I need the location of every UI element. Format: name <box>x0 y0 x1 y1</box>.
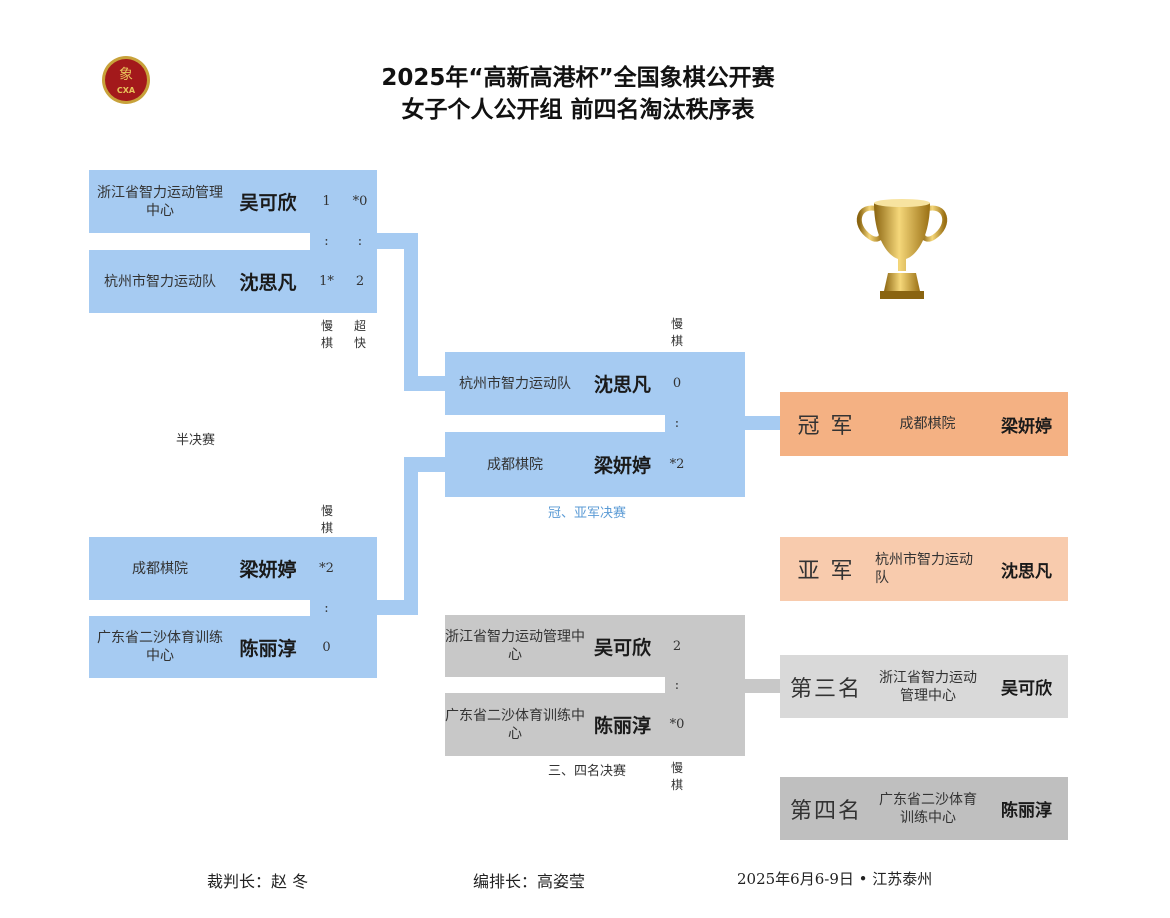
slow-score: 0 <box>672 376 682 391</box>
score-column-bridge <box>665 415 745 432</box>
svg-text:CXA: CXA <box>117 86 136 95</box>
semifinal1-player2-row <box>89 250 377 313</box>
bracket-connector <box>404 233 418 391</box>
slow-score: *2 <box>319 561 334 576</box>
semifinal1-player1-row <box>89 170 377 233</box>
blitz-score: 2 <box>355 274 365 289</box>
result-name: 吴可欣 <box>1001 679 1052 699</box>
bracket-connector <box>404 457 418 615</box>
player-name: 吴可欣 <box>593 636 651 659</box>
title-line-2: 女子个人公开组 前四名淘汰秩序表 <box>401 97 755 123</box>
cxa-logo: 象 CXA <box>101 55 151 105</box>
player-org: 成都棋院 <box>132 560 188 577</box>
score-column-bridge <box>665 677 745 693</box>
result-fourth: 第四名 广东省二沙体育训练中心 陈丽淳 <box>780 777 1068 840</box>
result-name: 梁妍婷 <box>1001 416 1052 437</box>
player-org: 广东省二沙体育训练中心 <box>97 630 223 664</box>
third-place-player2-row <box>445 693 745 756</box>
player-org: 杭州市智力运动队 <box>104 273 216 290</box>
result-runner-up: 亚 军 杭州市智力运动队 沈思凡 <box>780 537 1068 601</box>
trophy-icon <box>848 195 956 303</box>
player-org: 广东省二沙体育训练中心 <box>445 707 585 742</box>
result-org: 成都棋院 <box>899 416 956 432</box>
bracket-connector <box>404 376 445 391</box>
slow-score: 1 <box>322 194 331 209</box>
svg-text:象: 象 <box>119 67 133 83</box>
bracket-connector <box>404 457 445 472</box>
player-name: 梁妍婷 <box>593 455 651 477</box>
player-org: 浙江省智力运动管理中心 <box>445 629 585 663</box>
result-name: 沈思凡 <box>1001 561 1052 582</box>
third-place-label: 三、四名决赛 <box>548 764 627 779</box>
rank-label: 冠 军 <box>797 414 855 439</box>
semifinal2-player2-row <box>89 616 377 678</box>
slow-score: 0 <box>322 639 331 655</box>
score-column-bridge <box>310 600 377 616</box>
slow-score: *0 <box>669 717 685 732</box>
chief-arbiter: 编排长：高姿莹 <box>473 872 586 891</box>
score-column-bridge <box>310 233 377 250</box>
player-name: 陈丽淳 <box>239 637 297 660</box>
slow-label: 慢棋 <box>670 317 683 348</box>
player-org: 浙江省智力运动管理中心 <box>97 184 223 219</box>
player-org: 杭州市智力运动队 <box>459 375 571 392</box>
result-org: 浙江省智力运动管理中心 <box>879 669 977 704</box>
rank-label: 第四名 <box>789 798 862 824</box>
slow-label: 慢棋 <box>670 761 683 792</box>
score-separator: : <box>674 677 680 693</box>
player-name: 沈思凡 <box>593 374 651 396</box>
rank-label: 亚 军 <box>797 559 855 584</box>
result-name: 陈丽淳 <box>1001 801 1052 821</box>
title-line-1: 2025年“高新高港杯”全国象棋公开赛 <box>381 65 775 91</box>
semifinal2-player1-row <box>89 537 377 600</box>
score-separator: : <box>324 234 329 249</box>
result-champion: 冠 军 成都棋院 梁妍婷 <box>780 392 1068 456</box>
rank-label: 第三名 <box>789 676 862 702</box>
blitz-label: 超快 <box>353 319 366 350</box>
player-name: 陈丽淳 <box>593 715 651 737</box>
slow-score: 1* <box>319 274 334 289</box>
result-third: 第三名 浙江省智力运动管理中心 吴可欣 <box>780 655 1068 718</box>
player-org: 成都棋院 <box>487 456 543 473</box>
score-separator: : <box>324 600 329 616</box>
bracket-connector <box>745 679 780 693</box>
slow-label: 慢棋 <box>320 504 333 535</box>
player-name: 沈思凡 <box>239 272 297 294</box>
player-name: 梁妍婷 <box>239 559 297 581</box>
blitz-score: *0 <box>352 194 368 209</box>
semifinal-label: 半决赛 <box>176 433 216 448</box>
score-separator: : <box>357 234 363 249</box>
slow-label: 慢棋 <box>320 319 333 350</box>
final-label: 冠、亚军决赛 <box>548 506 627 521</box>
bracket-connector <box>745 416 780 430</box>
result-org: 广东省二沙体育训练中心 <box>879 791 977 826</box>
final-player2-row <box>445 432 745 497</box>
score-separator: : <box>674 416 680 431</box>
result-org: 杭州市智力运动队 <box>875 552 973 586</box>
player-name: 吴可欣 <box>239 192 297 214</box>
chief-referee: 裁判长：赵 冬 <box>207 872 309 891</box>
slow-score: *2 <box>669 457 685 472</box>
date-place: 2025年6月6-9日 • 江苏泰州 <box>737 870 933 888</box>
third-place-player1-row <box>445 615 745 677</box>
final-player1-row <box>445 352 745 415</box>
slow-score: 2 <box>672 638 682 654</box>
